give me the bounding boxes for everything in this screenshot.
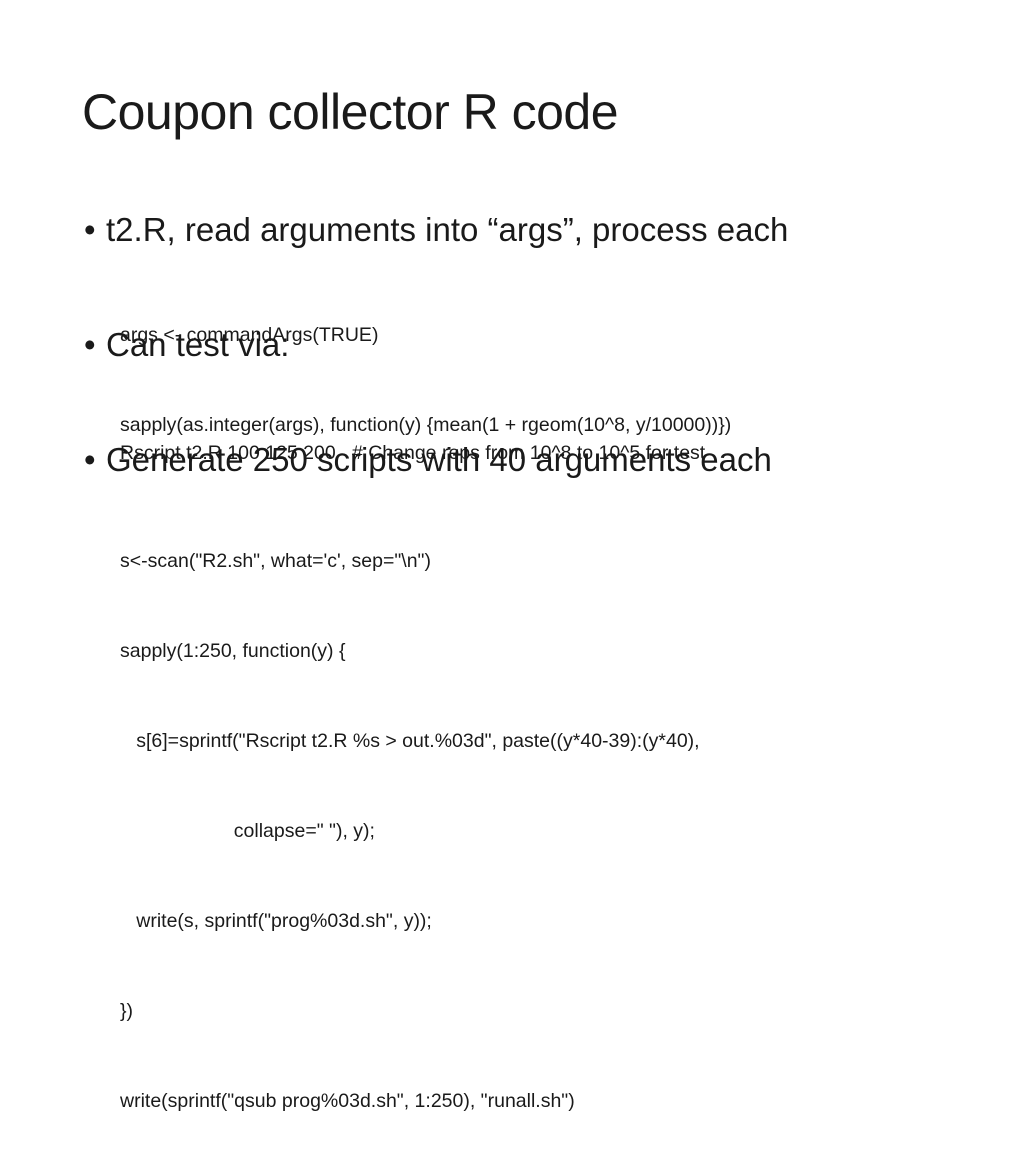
- code-line: sapply(1:250, function(y) {: [120, 640, 346, 662]
- code-line: write(sprintf("qsub prog%03d.sh", 1:250)…: [120, 1090, 575, 1112]
- code-line: args <- commandArgs(TRUE): [120, 324, 379, 346]
- bullet-dot: •: [84, 326, 96, 363]
- slide: Coupon collector R code • t2.R, read argu…: [82, 84, 788, 1112]
- bullet-item-test: • Can test via:: [84, 325, 289, 365]
- code-line: sapply(as.integer(args), function(y) {me…: [120, 414, 732, 436]
- code-line: collapse=" "), y);: [120, 820, 375, 842]
- code-block-generate: s<-scan("R2.sh", what='c', sep="\n") sap…: [120, 486, 700, 1176]
- bullet-dot: •: [84, 211, 96, 248]
- code-line: write(s, sprintf("prog%03d.sh", y));: [120, 910, 432, 932]
- bullet-text: Can test via:: [106, 326, 290, 363]
- bullet-dot: •: [84, 441, 96, 478]
- code-line: s<-scan("R2.sh", what='c', sep="\n"): [120, 550, 431, 572]
- bullet-text: Generate 250 scripts with 40 arguments e…: [106, 441, 772, 478]
- bullet-item-args: • t2.R, read arguments into “args”, proce…: [84, 210, 788, 250]
- code-block-args: args <- commandArgs(TRUE) sapply(as.inte…: [120, 260, 731, 500]
- slide-title: Coupon collector R code: [82, 84, 619, 140]
- code-line: Rscript t2.R 100 125 200 # Change reps f…: [120, 442, 706, 464]
- code-line: s[6]=sprintf("Rscript t2.R %s > out.%03d…: [120, 730, 700, 752]
- bullet-item-generate: • Generate 250 scripts with 40 arguments …: [84, 440, 772, 480]
- bullet-text: t2.R, read arguments into “args”, proces…: [106, 211, 789, 248]
- code-block-test: Rscript t2.R 100 125 200 # Change reps f…: [120, 378, 705, 528]
- code-line: }): [120, 1000, 134, 1022]
